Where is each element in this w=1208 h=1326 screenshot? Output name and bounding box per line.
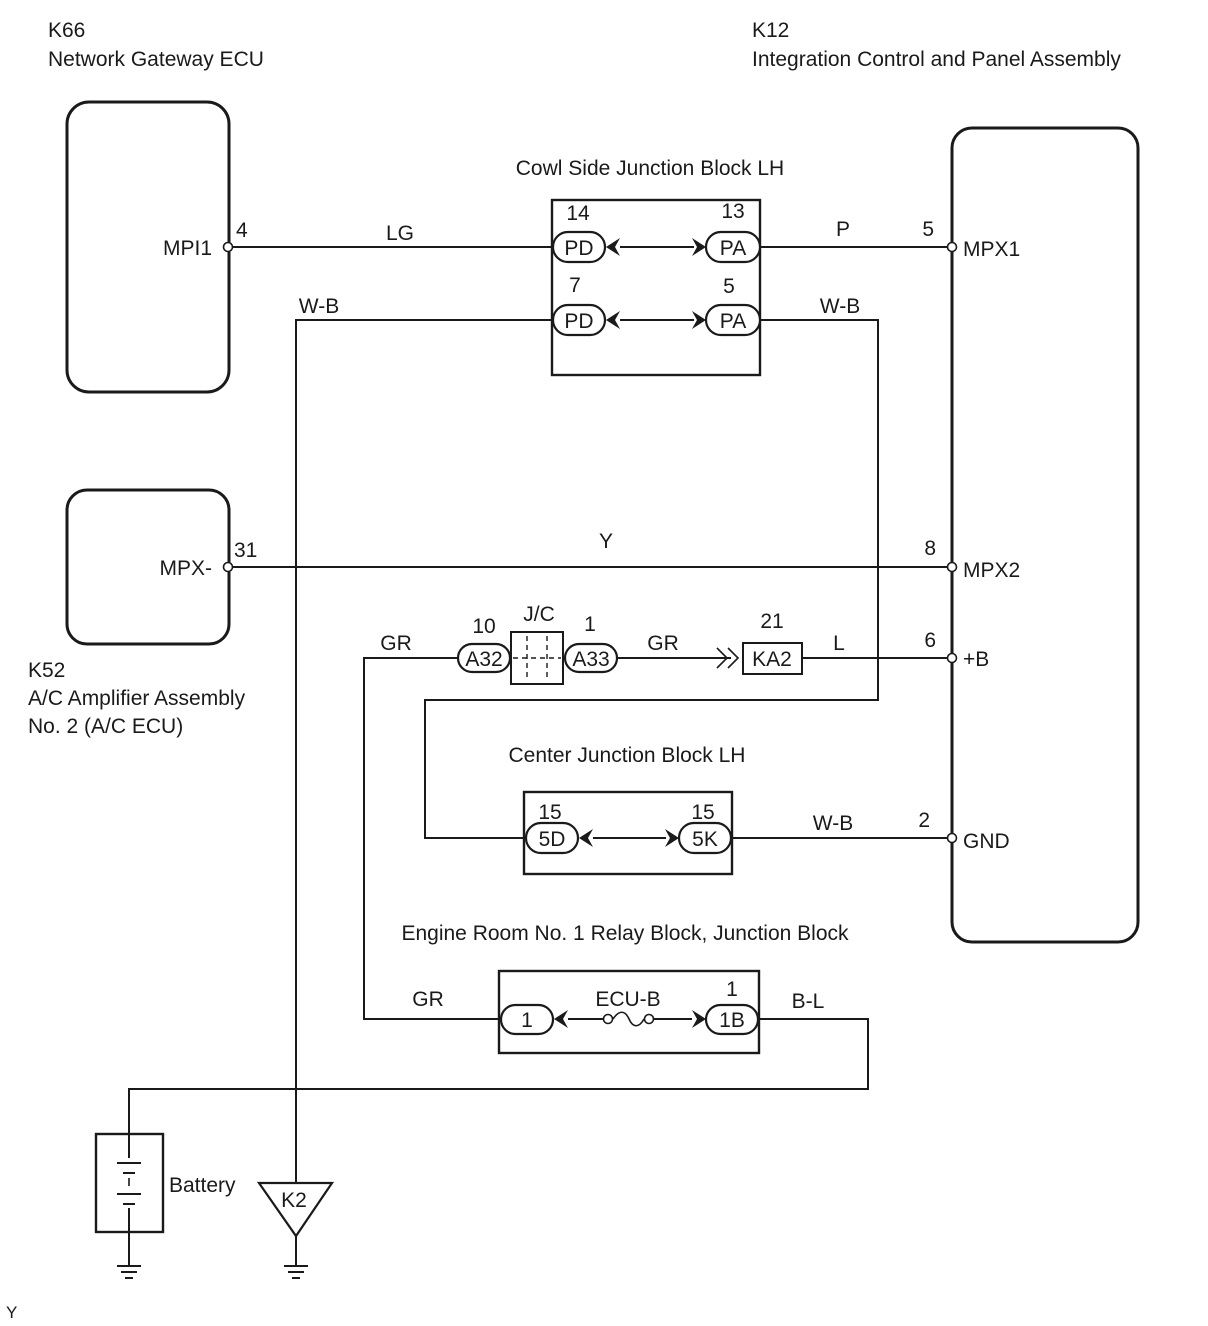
- battery-icon: [94, 1132, 165, 1234]
- k12-terminal-name-b: +B: [963, 648, 989, 671]
- connector-arrow-icon: [692, 238, 706, 256]
- connector-arrow-icon: [665, 829, 679, 847]
- wire-wb-right-label: W-B: [820, 295, 860, 318]
- cowl-jb-row2-left-connector: [551, 303, 607, 337]
- wire-l-label: L: [833, 632, 845, 655]
- wire-wb-left-label: W-B: [299, 295, 339, 318]
- center-jb-left-pin: 15: [538, 801, 561, 824]
- wire-wb-gnd-label: W-B: [813, 812, 853, 835]
- engine-rb-left-connector: [499, 1003, 555, 1036]
- jc-left-conn: A32: [465, 648, 502, 671]
- k66-terminal-name: MPI1: [163, 237, 212, 260]
- wire-gr-engine-label: GR: [412, 988, 444, 1011]
- cowl-jb-row1-left-connector: [551, 230, 607, 264]
- k12-mpx2-pin: [946, 561, 958, 573]
- wire-bl-label: B-L: [792, 990, 825, 1013]
- cowl-jb-box: [550, 198, 762, 377]
- cowl-jb-row1-left-conn: PD: [564, 237, 593, 260]
- k12-mpx1-pin: [946, 241, 958, 253]
- k12-terminal-name-gnd: GND: [963, 830, 1010, 853]
- k66-mpi1-pin: [222, 241, 234, 253]
- cowl-jb-row2-right-conn: PA: [720, 310, 746, 333]
- k52-mpx-pin: [222, 561, 234, 573]
- k52-code: K52: [28, 659, 65, 682]
- center-jb-right-conn: 5K: [692, 828, 718, 851]
- k66-name: Network Gateway ECU: [48, 48, 264, 71]
- ka2-conn: KA2: [752, 648, 792, 671]
- connector-arrow-icon: [692, 1010, 706, 1028]
- engine-rb-right-conn: 1B: [719, 1009, 745, 1032]
- cowl-jb-title: Cowl Side Junction Block LH: [516, 157, 784, 180]
- k12-code: K12: [752, 19, 789, 42]
- jc-right-connector: [563, 642, 619, 674]
- jc-left-pin: 10: [472, 615, 495, 638]
- wire-gr-jc-left-label: GR: [380, 632, 412, 655]
- jc-right-conn: A33: [572, 648, 609, 671]
- k12-ecu-box: [950, 126, 1140, 944]
- ground-point-triangle-icon: [256, 1181, 335, 1238]
- connector-arrow-icon: [606, 238, 620, 256]
- center-jb-box: [522, 790, 734, 876]
- cowl-jb-row2-left-pin: 7: [569, 274, 581, 297]
- connector-chevron-icon: [716, 647, 729, 669]
- k12-gnd-pin: [946, 832, 958, 844]
- k12-terminal-name-mpx1: MPX1: [963, 238, 1020, 261]
- center-jb-right-pin: 15: [691, 801, 714, 824]
- k52-name-line2: No. 2 (A/C ECU): [28, 715, 183, 738]
- connector-arrow-icon: [579, 829, 593, 847]
- k12-b-pin: [946, 652, 958, 664]
- engine-rb-right-connector: [704, 1003, 760, 1036]
- k66-terminal-pin: 4: [236, 219, 248, 242]
- center-jb-title: Center Junction Block LH: [509, 744, 746, 767]
- center-jb-left-connector: [524, 821, 580, 855]
- corner-code: Y: [6, 1303, 17, 1322]
- connector-arrow-icon: [606, 311, 620, 329]
- jc-left-connector: [456, 642, 512, 674]
- cowl-jb-row1-right-conn: PA: [720, 237, 746, 260]
- k12-terminal-name-mpx2: MPX2: [963, 559, 1020, 582]
- wire-lg-label: LG: [386, 222, 414, 245]
- ground-point-label: K2: [281, 1189, 307, 1212]
- connector-arrow-icon: [692, 311, 706, 329]
- cowl-jb-row1-left-pin: 14: [566, 202, 590, 225]
- jc-right-pin: 1: [584, 613, 596, 636]
- k12-name: Integration Control and Panel Assembly: [752, 48, 1121, 71]
- jc-box: [510, 631, 564, 685]
- connector-arrow-icon: [554, 1010, 568, 1028]
- k12-terminal-pin-gnd: 2: [918, 809, 930, 832]
- wire-gr-jc-right-label: GR: [647, 632, 679, 655]
- battery-label: Battery: [169, 1174, 236, 1197]
- cowl-jb-row2-right-pin: 5: [723, 275, 735, 298]
- wire-p-label: P: [836, 218, 850, 241]
- ground-icon: [284, 1265, 308, 1279]
- engine-rb-fuse-label: ECU-B: [595, 988, 660, 1011]
- engine-rb-title: Engine Room No. 1 Relay Block, Junction …: [401, 922, 849, 945]
- fuse-icon: [602, 1011, 655, 1027]
- cowl-jb-row2-left-conn: PD: [564, 310, 593, 333]
- k52-name-line1: A/C Amplifier Assembly: [28, 687, 246, 710]
- jc-label: J/C: [523, 603, 555, 626]
- engine-rb-box: [497, 969, 761, 1055]
- connector-chevron-icon: [727, 647, 740, 669]
- k12-terminal-pin-b: 6: [924, 629, 936, 652]
- k66-code: K66: [48, 19, 85, 42]
- k12-terminal-pin-mpx2: 8: [924, 537, 936, 560]
- k52-terminal-name: MPX-: [160, 557, 213, 580]
- k12-terminal-pin-mpx1: 5: [922, 218, 934, 241]
- ka2-pin: 21: [760, 610, 783, 633]
- ka2-connector-box: [742, 642, 803, 675]
- ground-icon: [117, 1265, 141, 1279]
- wire-y-label: Y: [599, 530, 613, 553]
- engine-rb-left-conn: 1: [521, 1009, 533, 1032]
- center-jb-left-conn: 5D: [539, 828, 566, 851]
- engine-rb-right-pin: 1: [726, 978, 738, 1001]
- wires: [128, 246, 950, 1265]
- k52-terminal-pin: 31: [234, 539, 257, 562]
- cowl-jb-row1-right-pin: 13: [721, 200, 744, 223]
